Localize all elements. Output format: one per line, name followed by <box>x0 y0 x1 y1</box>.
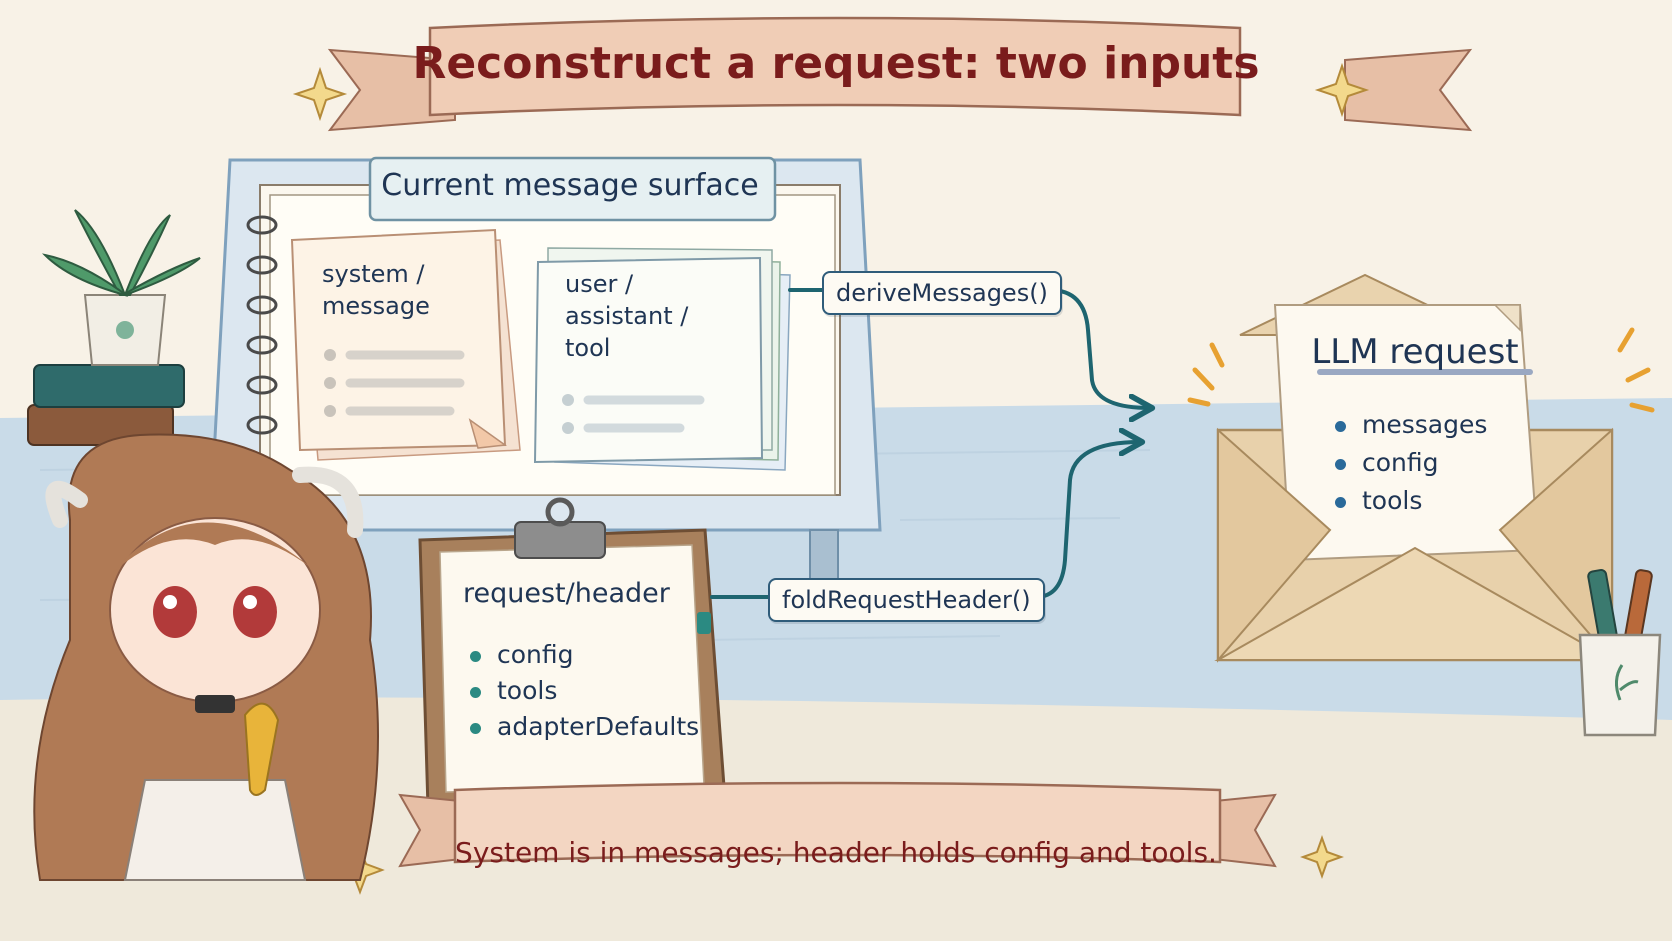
header-item-label: adapterDefaults <box>497 712 700 741</box>
footer-banner <box>398 781 1277 868</box>
conversation-doc-label: user / assistant / tool <box>565 268 688 364</box>
flow-arrows <box>710 288 1150 599</box>
bullet-icon <box>470 722 481 734</box>
llm-item-label: config <box>1362 448 1439 477</box>
header-item-label: tools <box>497 676 558 705</box>
conversation-doc-line: user / <box>565 270 634 298</box>
header-title: request/header <box>463 578 670 609</box>
bullet-icon <box>1335 458 1346 470</box>
header-item: config <box>470 640 574 669</box>
system-doc-line: message <box>322 292 430 320</box>
arrow-derive-to-llm <box>1048 288 1150 408</box>
envelope <box>1187 273 1655 663</box>
llm-item-label: messages <box>1362 410 1488 439</box>
llm-request-title: LLM request <box>1311 332 1519 372</box>
llm-item: tools <box>1335 486 1422 515</box>
title-banner <box>327 16 1473 132</box>
llm-item-label: tools <box>1362 486 1423 515</box>
conversation-card-stack <box>533 247 791 471</box>
arrow-fold-to-llm <box>1034 442 1140 599</box>
header-item: adapterDefaults <box>470 712 699 741</box>
header-item: tools <box>470 676 557 705</box>
derive-messages-label: deriveMessages() <box>822 271 1062 315</box>
system-doc-line: system / <box>322 260 425 288</box>
llm-item: config <box>1335 448 1439 477</box>
diagram-title: Reconstruct a request: two inputs <box>412 38 1260 89</box>
bullet-icon <box>1335 420 1346 432</box>
fold-request-header-label: foldRequestHeader() <box>768 578 1045 622</box>
footer-caption: System is in messages; header holds conf… <box>455 836 1217 869</box>
conversation-doc-line: tool <box>565 334 611 362</box>
pen-cup <box>1578 568 1662 737</box>
bullet-icon <box>1335 496 1346 508</box>
header-item-label: config <box>497 640 574 669</box>
bullet-icon <box>470 650 481 662</box>
surface-label-plate <box>368 156 777 222</box>
system-doc-label: system / message <box>322 258 430 322</box>
system-message-card <box>290 228 521 461</box>
surface-label: Current message surface <box>381 168 759 203</box>
conversation-doc-line: assistant / <box>565 302 689 330</box>
bullet-icon <box>470 686 481 698</box>
plant-on-books <box>27 209 201 446</box>
clipboard <box>418 497 727 810</box>
character-illustration <box>33 433 379 881</box>
llm-item: messages <box>1335 410 1487 439</box>
